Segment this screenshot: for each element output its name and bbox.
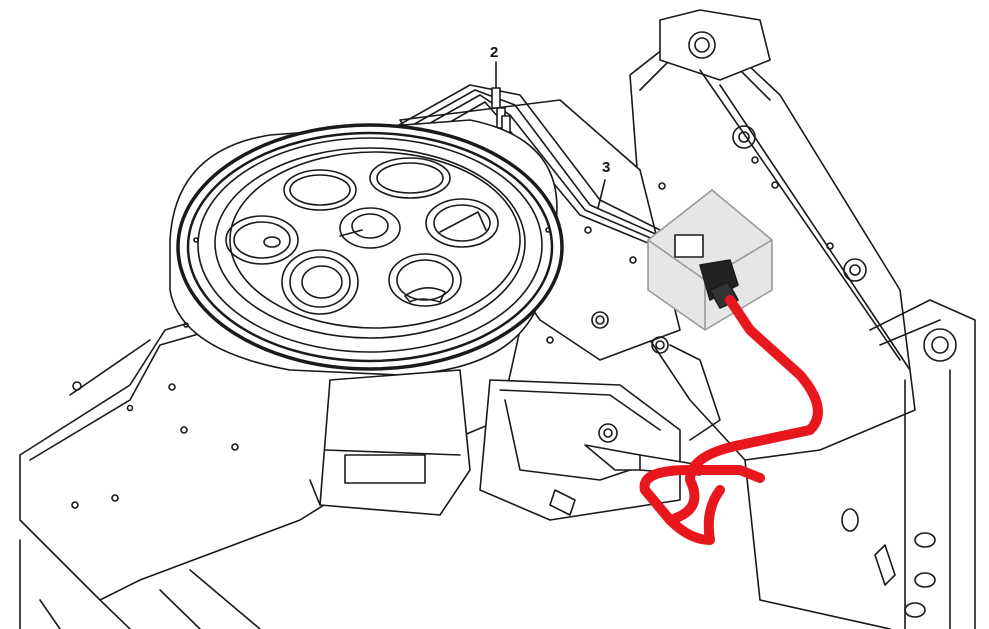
red-cable	[639, 295, 823, 545]
motor-housing	[309, 369, 471, 516]
right-frame	[629, 9, 976, 629]
ribbon-cable	[389, 61, 661, 249]
filter-wheel	[169, 119, 564, 376]
callout-label-2: 2	[490, 44, 499, 61]
callout-label-3: 3	[602, 159, 611, 176]
connector-housing	[647, 189, 773, 331]
